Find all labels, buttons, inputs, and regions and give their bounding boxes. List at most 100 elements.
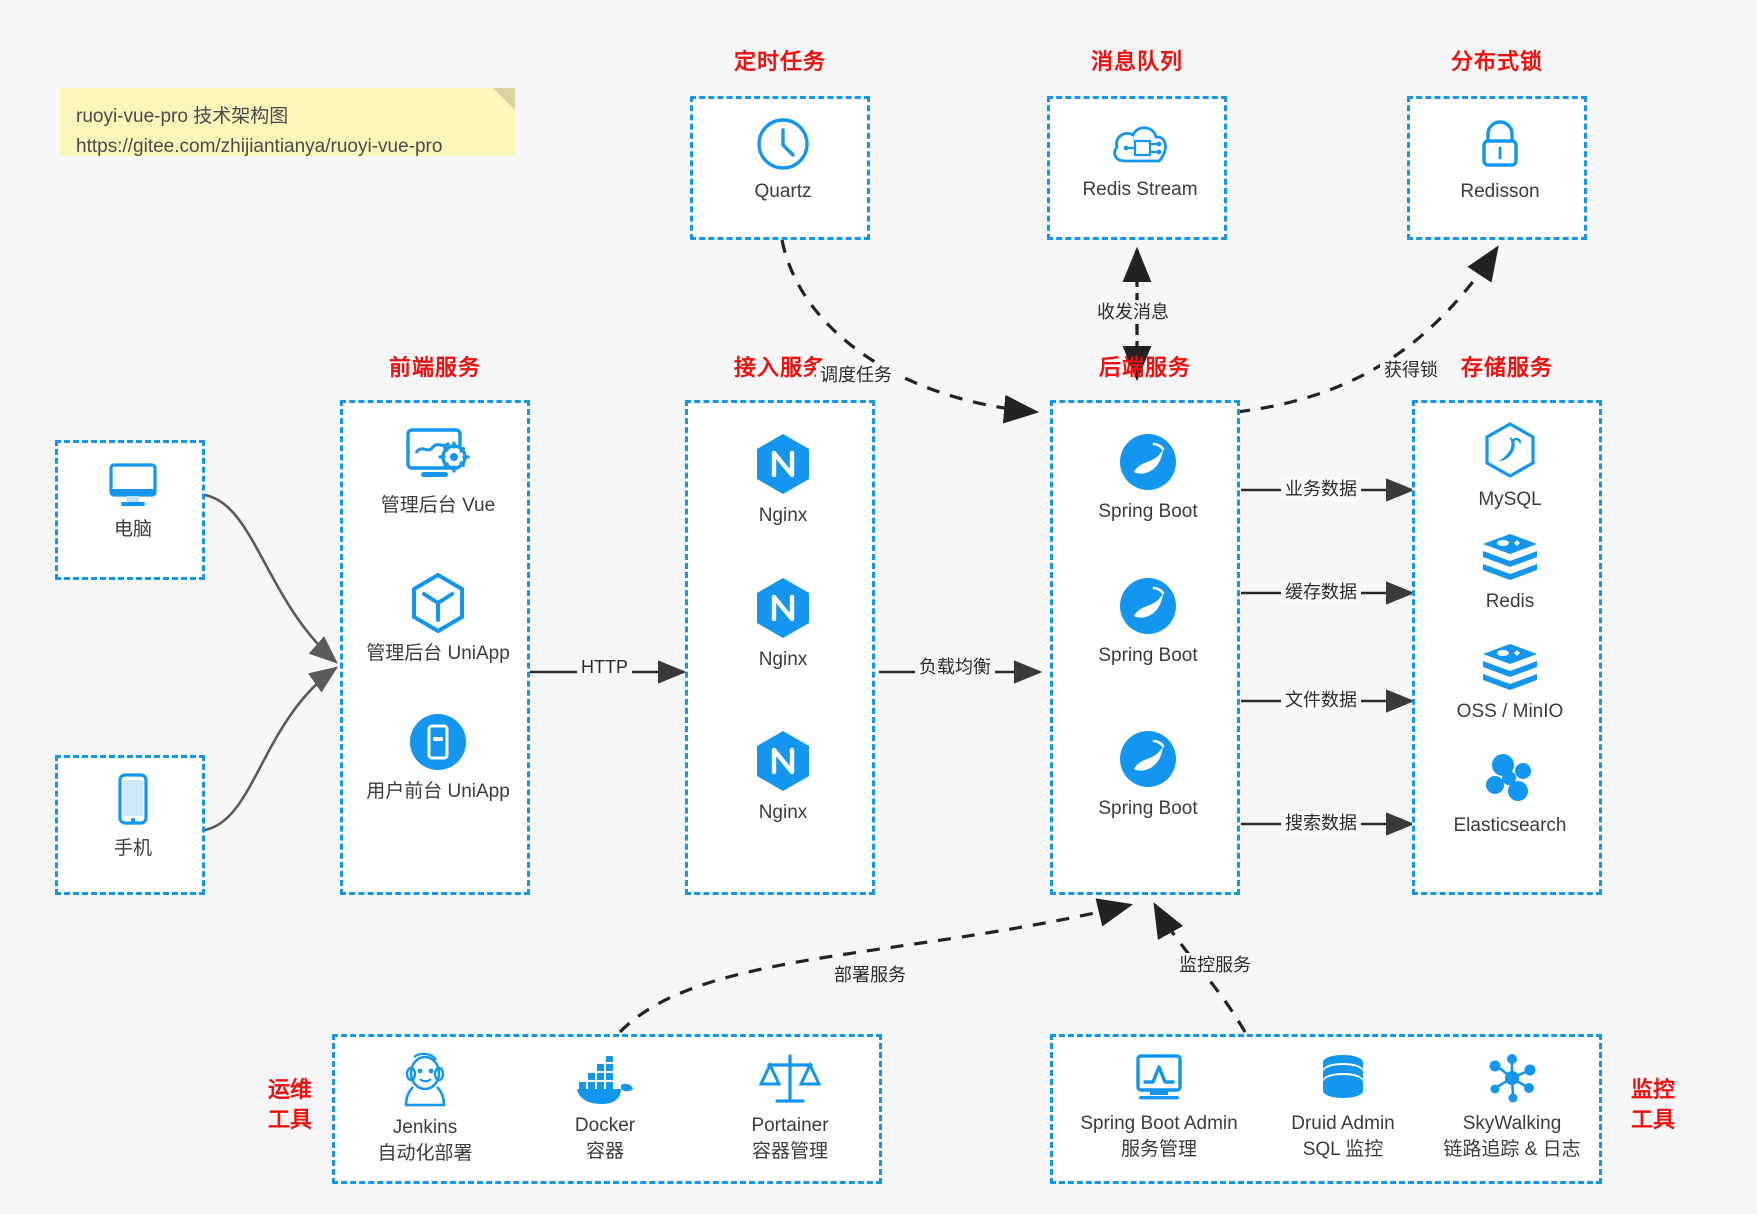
group-title-frontend: 前端服务	[388, 355, 481, 380]
node-nginx-3[interactable]: Nginx	[688, 728, 878, 826]
node-user-uniapp[interactable]: 用户前台 UniApp	[343, 711, 533, 805]
group-backend: Spring Boot Spring Boot Spring Boot	[1050, 400, 1240, 895]
node-label: Spring Boot	[1098, 501, 1198, 522]
node-label: Nginx	[758, 505, 808, 526]
node-docker[interactable]: Docker 容器	[525, 1055, 685, 1165]
edge-label-cache-data: 缓存数据	[1281, 580, 1361, 604]
node-label: Spring Boot	[1098, 645, 1198, 666]
group-title-devops: 运维 工具	[255, 1075, 325, 1135]
note-title: ruoyi-vue-pro 技术架构图	[76, 106, 289, 127]
edge-label-business-data: 业务数据	[1281, 477, 1361, 501]
node-jenkins[interactable]: Jenkins 自动化部署	[345, 1051, 505, 1167]
note-fold-icon	[493, 88, 515, 110]
skywalking-icon	[1489, 1054, 1536, 1103]
node-sublabel: 容器管理	[751, 1141, 828, 1162]
monitor-title-line-1: 监控	[1630, 1077, 1675, 1102]
oss-minio-icon	[1483, 644, 1537, 690]
node-mysql[interactable]: MySQL	[1415, 421, 1605, 513]
uniapp-hex-icon	[412, 572, 464, 634]
node-spring-boot-admin[interactable]: Spring Boot Admin 服务管理	[1059, 1053, 1259, 1163]
edge-label-deploy-service: 部署服务	[830, 963, 910, 987]
node-admin-vue[interactable]: 管理后台 Vue	[343, 425, 533, 519]
app-circle-icon	[410, 714, 466, 770]
node-label: Portainer	[751, 1115, 829, 1136]
group-scheduler: Quartz	[690, 96, 870, 240]
diagram-note: ruoyi-vue-pro 技术架构图 https://gitee.com/zh…	[60, 88, 515, 157]
node-portainer[interactable]: Portainer 容器管理	[710, 1051, 870, 1165]
group-gateway: Nginx Nginx Nginx	[685, 400, 875, 895]
node-oss-minio[interactable]: OSS / MinIO	[1415, 641, 1605, 725]
group-monitor: Spring Boot Admin 服务管理 Druid Admin SQL 监…	[1050, 1034, 1602, 1184]
group-client-desktop: 电脑	[55, 440, 205, 580]
devops-title-line-2: 工具	[267, 1107, 312, 1132]
group-title-mq: 消息队列	[1090, 49, 1183, 74]
node-label: Redis Stream	[1082, 179, 1198, 200]
mysql-icon	[1485, 422, 1535, 478]
database-icon	[1323, 1055, 1363, 1098]
clock-icon	[757, 118, 809, 170]
group-title-gateway: 接入服务	[733, 355, 826, 380]
node-spring-boot-1[interactable]: Spring Boot	[1053, 431, 1243, 525]
group-title-backend: 后端服务	[1098, 355, 1191, 380]
node-sublabel: 自动化部署	[377, 1143, 473, 1164]
node-redis[interactable]: Redis	[1415, 531, 1605, 615]
node-label: MySQL	[1478, 489, 1542, 510]
node-mobile[interactable]: 手机	[58, 772, 208, 862]
elasticsearch-icon	[1486, 754, 1531, 801]
node-label: Elasticsearch	[1453, 815, 1567, 836]
node-label: 管理后台 Vue	[380, 495, 496, 516]
node-spring-boot-3[interactable]: Spring Boot	[1053, 728, 1243, 822]
jenkins-icon	[404, 1052, 446, 1107]
lock-icon	[1482, 120, 1518, 167]
group-title-storage: 存储服务	[1460, 355, 1553, 380]
group-title-lock: 分布式锁	[1450, 49, 1543, 74]
group-client-mobile: 手机	[55, 755, 205, 895]
node-sublabel: 链路追踪 & 日志	[1443, 1139, 1581, 1160]
cloud-stream-icon	[1113, 126, 1167, 163]
node-label: Nginx	[758, 802, 808, 823]
note-url: https://gitee.com/zhijiantianya/ruoyi-vu…	[76, 136, 443, 157]
node-skywalking[interactable]: SkyWalking 链路追踪 & 日志	[1419, 1051, 1605, 1163]
node-sublabel: 服务管理	[1120, 1139, 1197, 1160]
nginx-icon	[757, 731, 809, 791]
node-elasticsearch[interactable]: Elasticsearch	[1415, 751, 1605, 839]
node-label: Spring Boot Admin	[1080, 1113, 1238, 1134]
node-label: OSS / MinIO	[1456, 701, 1564, 722]
spring-boot-icon	[1120, 434, 1176, 490]
mobile-icon	[118, 773, 148, 825]
node-label: Redisson	[1460, 181, 1540, 202]
node-nginx-2[interactable]: Nginx	[688, 575, 878, 673]
edge-label-search-data: 搜索数据	[1281, 811, 1361, 835]
node-label: Docker	[574, 1115, 636, 1136]
node-label: Druid Admin	[1291, 1113, 1395, 1134]
group-title-scheduler: 定时任务	[733, 49, 826, 74]
devops-title-line-1: 运维	[267, 1077, 312, 1102]
node-label: Redis	[1485, 591, 1535, 612]
node-druid-admin[interactable]: Druid Admin SQL 监控	[1253, 1053, 1433, 1163]
node-desktop[interactable]: 电脑	[58, 459, 208, 543]
node-quartz[interactable]: Quartz	[693, 115, 873, 205]
spring-boot-icon	[1120, 731, 1176, 787]
edge-label-acquire-lock: 获得锁	[1380, 358, 1442, 382]
desktop-icon	[109, 463, 157, 506]
node-redis-stream[interactable]: Redis Stream	[1050, 117, 1230, 203]
node-admin-uniapp[interactable]: 管理后台 UniApp	[343, 571, 533, 667]
group-mq: Redis Stream	[1047, 96, 1227, 240]
node-label: 管理后台 UniApp	[366, 643, 510, 664]
spring-boot-icon	[1120, 578, 1176, 634]
node-label: Quartz	[754, 181, 812, 202]
edge-label-schedule-task: 调度任务	[816, 363, 896, 387]
edge-label-load-balance: 负载均衡	[915, 655, 995, 679]
node-label: SkyWalking	[1462, 1113, 1562, 1134]
node-nginx-1[interactable]: Nginx	[688, 431, 878, 529]
group-title-monitor: 监控 工具	[1618, 1075, 1688, 1135]
redis-icon	[1483, 534, 1537, 580]
node-sublabel: SQL 监控	[1302, 1139, 1384, 1160]
node-label: 用户前台 UniApp	[366, 781, 510, 802]
node-redisson[interactable]: Redisson	[1410, 115, 1590, 205]
node-spring-boot-2[interactable]: Spring Boot	[1053, 575, 1243, 669]
node-label: Nginx	[758, 649, 808, 670]
portainer-icon	[759, 1054, 821, 1103]
node-sublabel: 容器	[585, 1141, 624, 1162]
